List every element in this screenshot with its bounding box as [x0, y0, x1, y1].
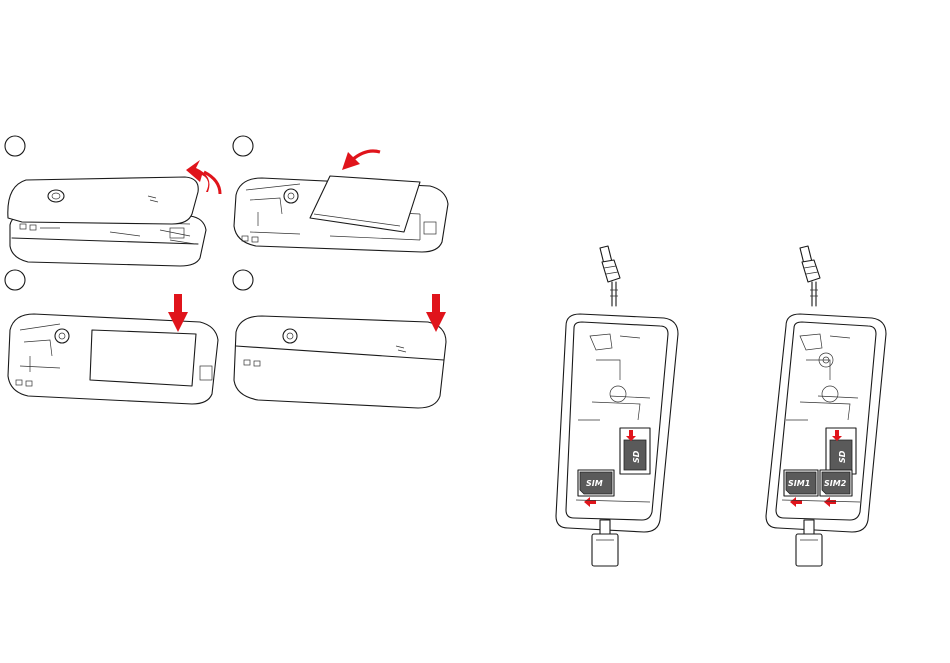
- sd-card-slot-2: SD: [826, 428, 856, 474]
- step-1-circle: [5, 136, 25, 156]
- step-4-panel: [233, 270, 446, 408]
- dual-sim-phone: SD SIM1 SIM2: [766, 246, 886, 566]
- step-1-panel: [5, 136, 220, 266]
- sd-label: SD: [632, 450, 641, 463]
- step-2-panel: [233, 136, 448, 252]
- single-sim-phone: SD SIM: [556, 246, 678, 566]
- sim-label: SIM: [586, 479, 603, 488]
- headphone-plug-icon-2: [800, 246, 820, 306]
- sd-card-slot: SD: [620, 428, 650, 474]
- step-2-circle: [233, 136, 253, 156]
- step-3-circle: [5, 270, 25, 290]
- sd-label-2: SD: [838, 450, 847, 463]
- sim1-label: SIM1: [788, 479, 810, 488]
- sim2-label: SIM2: [824, 479, 847, 488]
- back-cover: [8, 177, 198, 224]
- phone-closed: [234, 316, 446, 408]
- step-4-circle: [233, 270, 253, 290]
- headphone-plug-icon: [600, 246, 620, 306]
- step-3-panel: [5, 270, 218, 404]
